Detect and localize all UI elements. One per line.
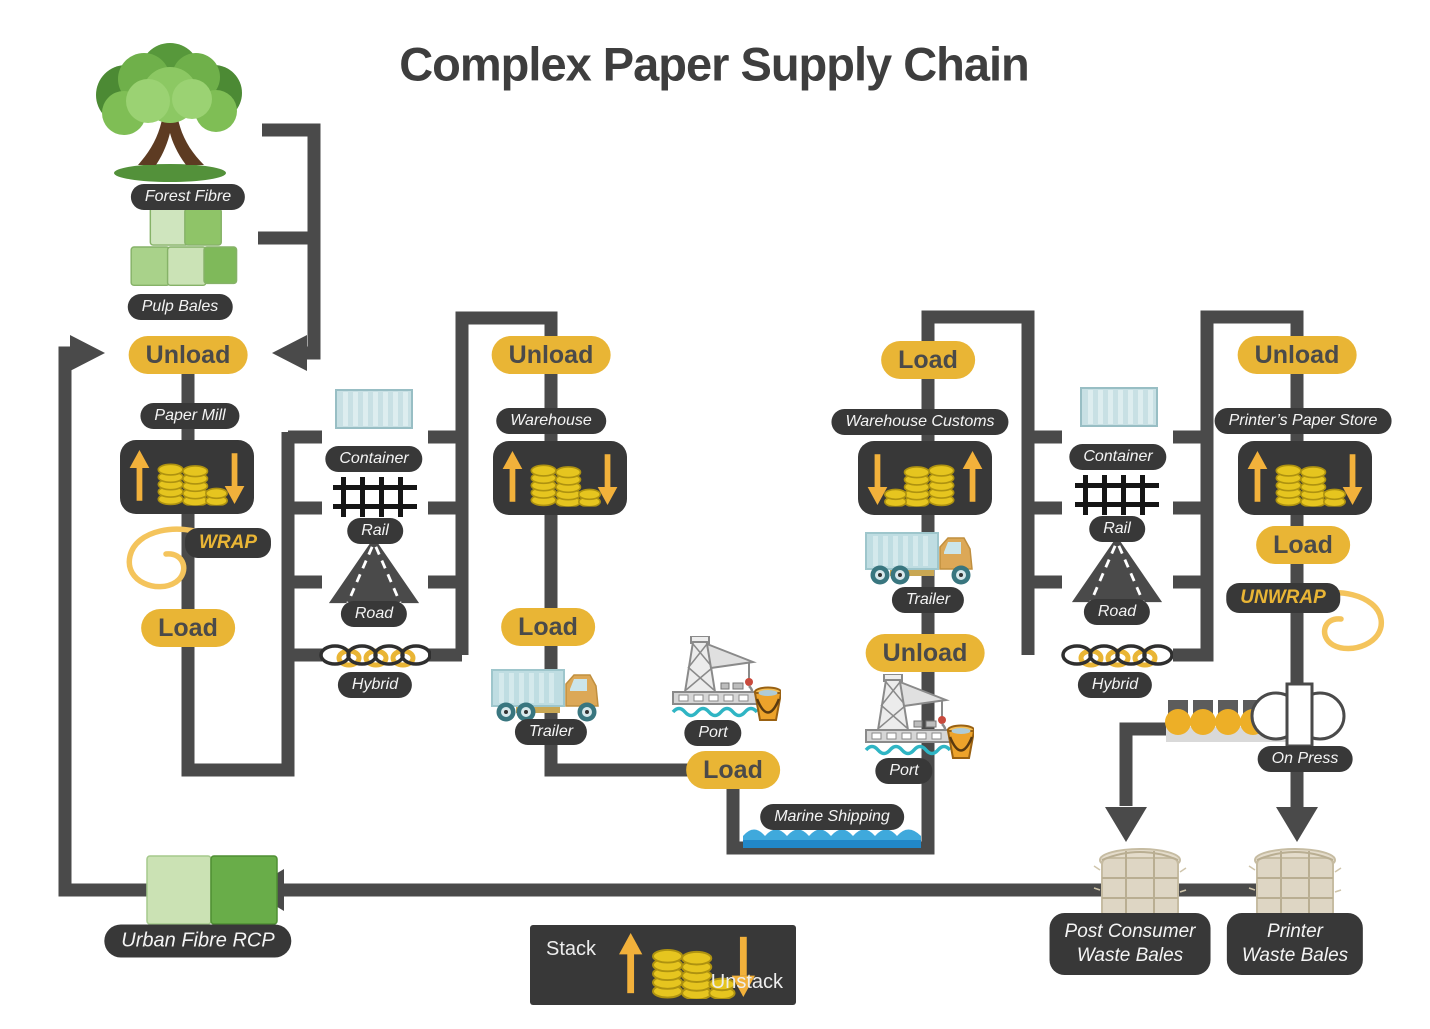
- port-crane-icon: [862, 674, 974, 770]
- customs-stack-box: [858, 441, 992, 515]
- rail-label: Rail: [1089, 516, 1145, 542]
- printer-store-stack-box: [1238, 441, 1372, 515]
- arrowhead-into-printer-bale: [1276, 807, 1318, 842]
- marine-unload-pill: Unload: [865, 634, 985, 672]
- warehouse-stack-box: [493, 441, 627, 515]
- label-line: Waste Bales: [1076, 945, 1184, 966]
- coin-stack-icon: [866, 449, 984, 507]
- hybrid-label: Hybrid: [1077, 672, 1153, 698]
- mill-unload-pill: Unload: [128, 336, 248, 374]
- warehouse-customs-label: Warehouse Customs: [831, 409, 1009, 435]
- warehouse-label: Warehouse: [496, 408, 606, 434]
- road-icon: [326, 543, 422, 605]
- container-label: Container: [1069, 444, 1167, 470]
- stack-unstack-legend: Stack Unstack: [530, 925, 796, 1005]
- container-label: Container: [325, 446, 423, 472]
- port-origin-label: Port: [684, 720, 742, 746]
- urban-fibre-rcp-label: Urban Fibre RCP: [104, 924, 292, 958]
- legend-unstack-label: Unstack: [710, 971, 783, 993]
- warehouse-load-pill: Load: [501, 608, 595, 646]
- port-crane-icon: [669, 636, 781, 732]
- container-icon: [1080, 387, 1158, 427]
- arrowhead-into-mill-unload-left: [70, 335, 105, 371]
- page-title: Complex Paper Supply Chain: [399, 37, 1030, 91]
- rail-track-icon: [1075, 475, 1159, 515]
- pulp-bales-label: Pulp Bales: [127, 294, 233, 320]
- mill-load-pill: Load: [141, 609, 235, 647]
- post-consumer-waste-bales-label: Post Consumer Waste Bales: [1049, 913, 1211, 975]
- wrap-ribbon-icon: [126, 526, 213, 590]
- chain-link-icon: [319, 641, 431, 671]
- tree-icon: [80, 37, 260, 187]
- label-line: Waste Bales: [1241, 945, 1349, 966]
- legend-stack-label: Stack: [546, 938, 597, 960]
- waste-bale-icon: [1092, 840, 1188, 924]
- container-icon: [335, 389, 413, 429]
- on-press-label: On Press: [1257, 746, 1353, 772]
- label-line: Printer: [1267, 921, 1323, 942]
- water-waves-icon: [743, 829, 921, 848]
- rail-track-icon: [333, 477, 417, 517]
- customs-load-pill: Load: [881, 341, 975, 379]
- wrap-pill: WRAP: [184, 528, 272, 558]
- forest-fibre-label: Forest Fibre: [130, 184, 246, 210]
- hybrid-label: Hybrid: [337, 672, 413, 698]
- marine-shipping-label: Marine Shipping: [760, 804, 904, 830]
- chain-link-icon: [1061, 641, 1173, 671]
- port-destination-label: Port: [875, 758, 933, 784]
- road-label: Road: [1083, 599, 1151, 625]
- truck-trailer-icon: [864, 527, 980, 587]
- trailer-label: Trailer: [514, 719, 588, 745]
- coin-stack-icon: [501, 449, 619, 507]
- arrowhead-into-mill-unload-right: [272, 335, 307, 371]
- warehouse-unload-pill: Unload: [491, 336, 611, 374]
- coin-stack-icon: [128, 448, 246, 506]
- label-line: Post Consumer: [1064, 921, 1196, 942]
- paper-mill-label: Paper Mill: [140, 403, 240, 429]
- waste-bale-icon: [1247, 840, 1343, 924]
- printer-waste-bales-label: Printer Waste Bales: [1226, 913, 1364, 975]
- unwrap-ribbon-icon: [1300, 589, 1384, 652]
- unwrap-pill: UNWRAP: [1226, 583, 1340, 613]
- printing-press-icon: [1165, 682, 1346, 748]
- truck-trailer-icon: [490, 664, 606, 724]
- store-load-pill: Load: [1256, 526, 1350, 564]
- coin-stack-icon: [1246, 449, 1364, 507]
- road-label: Road: [340, 601, 408, 627]
- rail-label: Rail: [347, 518, 403, 544]
- marine-load-pill: Load: [686, 751, 780, 789]
- road-icon: [1069, 542, 1165, 604]
- printers-paper-store-label: Printer’s Paper Store: [1214, 408, 1392, 434]
- pulp-bales-icon: [124, 205, 239, 290]
- paper-mill-stack-box: [120, 440, 254, 514]
- trailer-label: Trailer: [891, 587, 965, 613]
- store-unload-pill: Unload: [1237, 336, 1357, 374]
- arrowhead-into-post-consumer-bale: [1105, 807, 1147, 842]
- recycled-bale-icon: [146, 854, 278, 926]
